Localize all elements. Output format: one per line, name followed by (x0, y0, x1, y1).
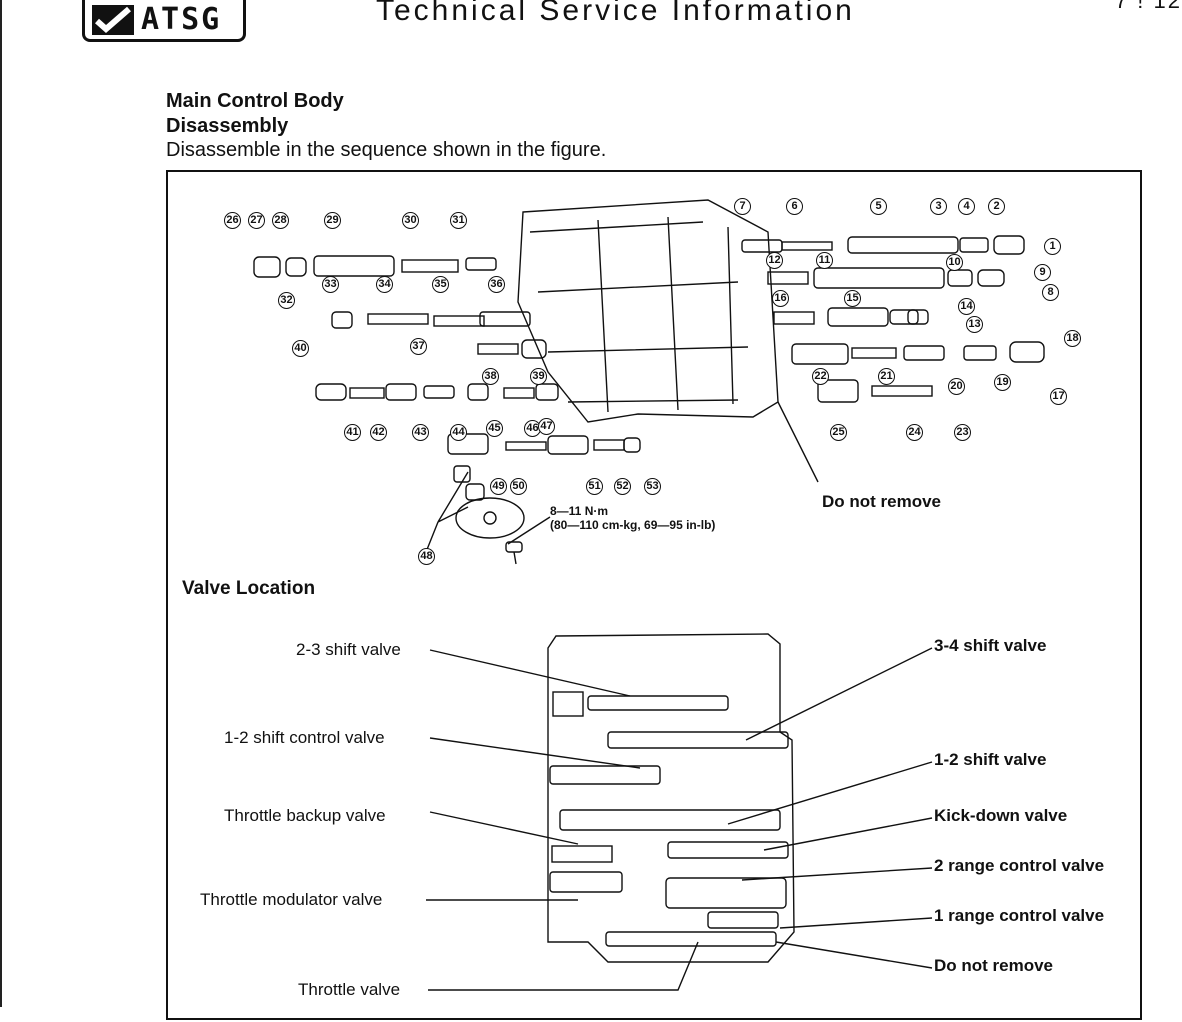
callout-15: 15 (844, 290, 861, 307)
label-throttle-valve: Throttle valve (298, 980, 401, 999)
callout-51: 51 (586, 478, 603, 495)
torque-spec-imperial: (80—110 cm-kg, 69—95 in-lb) (550, 518, 716, 532)
callout-25: 25 (830, 424, 847, 441)
callout-50: 50 (510, 478, 527, 495)
callout-31: 31 (450, 212, 467, 229)
page-title: Technical Service Information (376, 0, 855, 27)
callout-11: 11 (816, 252, 833, 269)
callout-7: 7 (734, 198, 751, 215)
callout-28: 28 (272, 212, 289, 229)
callout-39: 39 (530, 368, 547, 385)
callout-35: 35 (432, 276, 449, 293)
page-left-rule (0, 0, 2, 1007)
callout-47: 47 (538, 418, 555, 435)
label-1-2-shift-valve: 1-2 shift valve (934, 750, 1047, 769)
callout-37: 37 (410, 338, 427, 355)
section-title: Main Control Body (166, 90, 344, 112)
label-2-range-control-valve: 2 range control valve (934, 856, 1105, 875)
logo-text: ATSG (141, 2, 222, 37)
callout-26: 26 (224, 212, 241, 229)
atsg-logo: ATSG (82, 0, 246, 42)
callout-13: 13 (966, 316, 983, 333)
callout-40: 40 (292, 340, 309, 357)
torque-spec-metric: 8—11 N·m (550, 504, 609, 518)
callout-16: 16 (772, 290, 789, 307)
callout-27: 27 (248, 212, 265, 229)
figure-box: 26 27 28 29 30 31 7 6 5 3 4 2 1 12 11 10… (166, 170, 1142, 1020)
valve-location-title: Valve Location (182, 578, 316, 599)
callout-23: 23 (954, 424, 971, 441)
exploded-view-illustration (253, 199, 1045, 991)
callout-34: 34 (376, 276, 393, 293)
label-throttle-backup-valve: Throttle backup valve (224, 806, 386, 825)
callout-6: 6 (786, 198, 803, 215)
callout-41: 41 (344, 424, 361, 441)
label-1-range-control-valve: 1 range control valve (934, 906, 1105, 925)
callout-4: 4 (958, 198, 975, 215)
callout-12: 12 (766, 252, 783, 269)
callout-43: 43 (412, 424, 429, 441)
callout-17: 17 (1050, 388, 1067, 405)
section-intro: Disassemble in the sequence shown in the… (166, 139, 607, 161)
callout-32: 32 (278, 292, 295, 309)
callout-53: 53 (644, 478, 661, 495)
label-throttle-modulator-valve: Throttle modulator valve (200, 890, 383, 909)
callout-33: 33 (322, 276, 339, 293)
callout-44: 44 (450, 424, 467, 441)
callout-19: 19 (994, 374, 1011, 391)
callout-52: 52 (614, 478, 631, 495)
label-2-3-shift-valve: 2-3 shift valve (296, 640, 401, 659)
label-3-4-shift-valve: 3-4 shift valve (934, 636, 1047, 655)
callout-46: 46 (524, 420, 541, 437)
do-not-remove-label-top: Do not remove (822, 492, 942, 511)
callout-22: 22 (812, 368, 829, 385)
callout-49: 49 (490, 478, 507, 495)
callout-24: 24 (906, 424, 923, 441)
do-not-remove-label-bottom: Do not remove (934, 956, 1054, 975)
callout-38: 38 (482, 368, 499, 385)
torque-spec: 8—11 N·m (80—110 cm-kg, 69—95 in-lb) (550, 504, 715, 532)
callout-30: 30 (402, 212, 419, 229)
checkmark-icon (92, 4, 134, 35)
callout-1: 1 (1044, 238, 1061, 255)
callout-14: 14 (958, 298, 975, 315)
callout-10: 10 (946, 254, 963, 271)
callout-48: 48 (418, 548, 435, 565)
callout-42: 42 (370, 424, 387, 441)
callout-8: 8 (1042, 284, 1059, 301)
label-kick-down-valve: Kick-down valve (934, 806, 1068, 825)
callout-5: 5 (870, 198, 887, 215)
callout-29: 29 (324, 212, 341, 229)
label-1-2-shift-control-valve: 1-2 shift control valve (224, 728, 385, 747)
section-subtitle: Disassembly (166, 115, 289, 137)
callout-36: 36 (488, 276, 505, 293)
callout-18: 18 (1064, 330, 1081, 347)
callout-45: 45 (486, 420, 503, 437)
callout-21: 21 (878, 368, 895, 385)
page-code: 7 ! 12 (1114, 0, 1182, 13)
callout-2: 2 (988, 198, 1005, 215)
callout-3: 3 (930, 198, 947, 215)
callout-20: 20 (948, 378, 965, 395)
callout-9: 9 (1034, 264, 1051, 281)
